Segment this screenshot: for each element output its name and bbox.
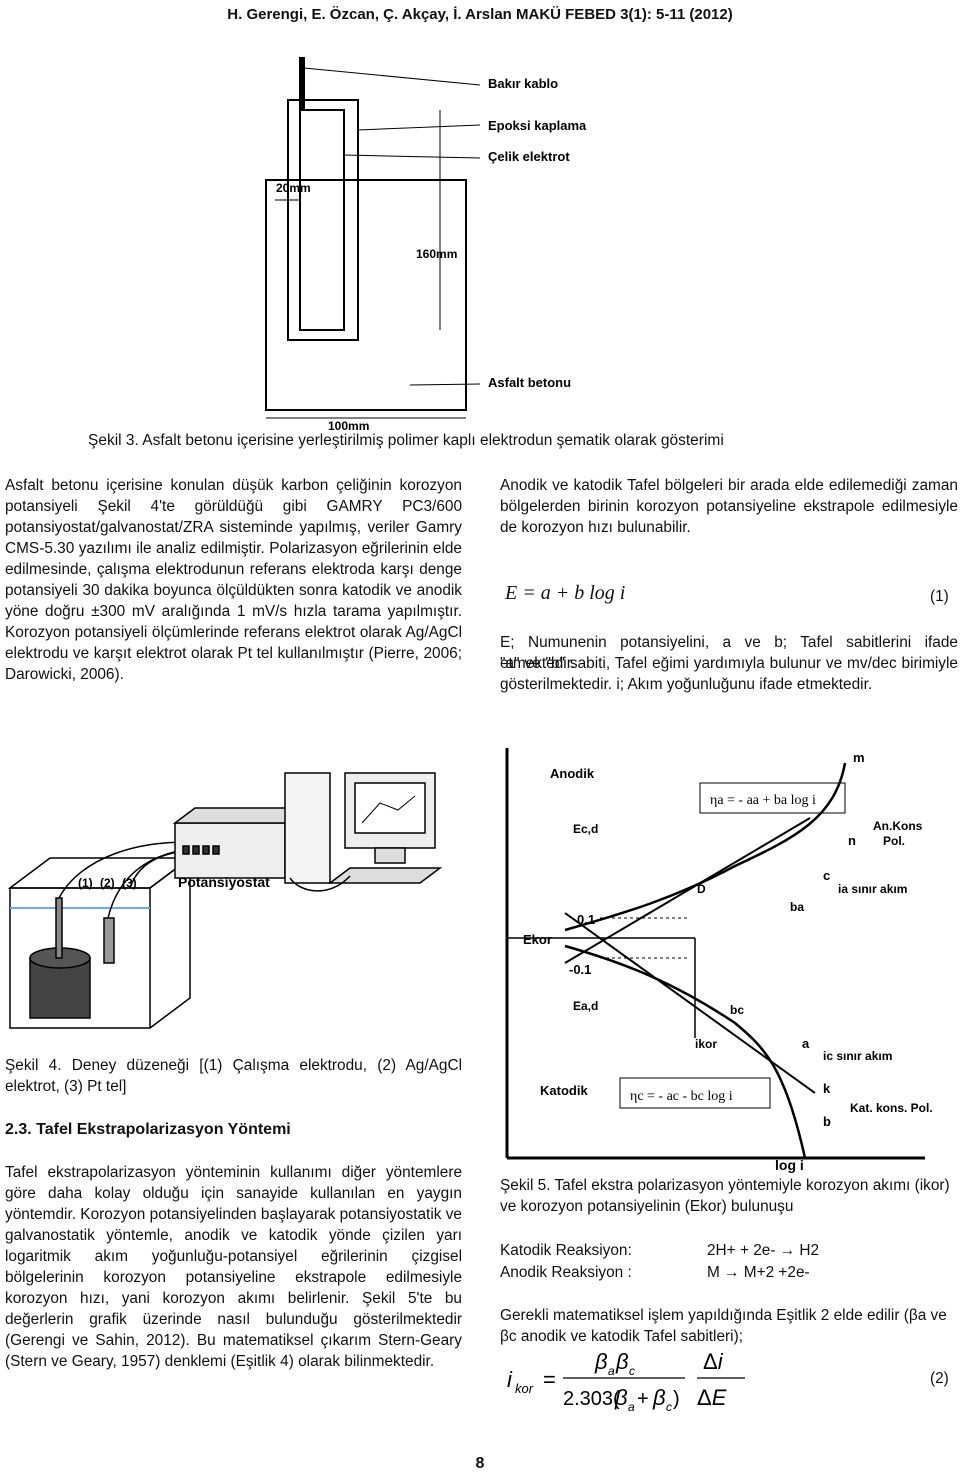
left-paragraph-1: Asfalt betonu içerisine konulan düşük ka… — [5, 477, 462, 683]
label-ankons: An.Kons — [873, 819, 923, 833]
label-bc: bc — [730, 1003, 744, 1017]
label-katodik: Katodik — [540, 1083, 588, 1098]
potentiostat-box — [174, 822, 286, 879]
figure-4-setup: (1) (2) (3) Potansiyostat — [7, 772, 443, 1029]
figure-3-caption: Şekil 3. Asfalt betonu içerisine yerleşt… — [88, 432, 724, 449]
label-ic: ic sınır akım — [823, 1049, 892, 1063]
label-k: k — [823, 1081, 831, 1096]
label-c: c — [823, 868, 830, 883]
svg-text:i: i — [507, 1367, 513, 1392]
label-logi: log i — [775, 1157, 804, 1173]
right-paragraph-3: Gerekli matematiksel işlem yapıldığında … — [500, 1307, 947, 1345]
figure-5-caption: Şekil 5. Tafel ekstra polarizasyon yönte… — [500, 1177, 950, 1215]
svg-text:+: + — [637, 1388, 649, 1410]
anodic-reaction-equation: M → M+2 +2e- — [707, 1264, 810, 1281]
svg-text:=: = — [543, 1367, 556, 1392]
svg-text:c: c — [629, 1364, 635, 1378]
left-paragraph-2: Tafel ekstrapolarizasyon yönteminin kull… — [5, 1164, 462, 1370]
label-ecd: Ec,d — [573, 822, 598, 836]
label-ba: ba — [790, 900, 804, 914]
svg-text:kor: kor — [515, 1381, 534, 1396]
svg-text:c: c — [666, 1400, 672, 1414]
label-copper-cable: Bakır kablo — [488, 76, 558, 91]
asphalt-block — [265, 179, 467, 411]
label-pol: Pol. — [883, 834, 905, 848]
label-100mm: 100mm — [328, 419, 369, 430]
label-n: n — [848, 833, 856, 848]
label-m: m — [853, 750, 865, 765]
label-0-1: 0.1 — [577, 912, 595, 927]
equation-1: E = a + b log i — [505, 582, 626, 604]
running-header: H. Gerengi, E. Özcan, Ç. Akçay, İ. Arsla… — [227, 6, 733, 23]
equation-2: i kor = β a β c 2.303( β a + β c ) Δi ΔE — [507, 1349, 745, 1414]
svg-text:Δi: Δi — [703, 1349, 724, 1374]
right-paragraph-1: Anodik ve katodik Tafel bölgeleri bir ar… — [500, 477, 958, 536]
epoxy-coating — [287, 99, 359, 341]
svg-text:ΔE: ΔE — [697, 1385, 727, 1410]
equation-2-number: (2) — [930, 1370, 949, 1387]
label-katkons: Kat. kons. Pol. — [850, 1101, 933, 1115]
label-anodik: Anodik — [550, 766, 595, 781]
computer-tower — [284, 772, 331, 884]
label-steel: Çelik elektrot — [488, 149, 570, 164]
label-ia: ia sınır akım — [838, 882, 907, 896]
svg-text:a: a — [628, 1400, 635, 1414]
right-paragraph-2a: E; Numunenin potansiyelini, a ve b; Tafe… — [500, 634, 958, 672]
label-2: (2) — [100, 876, 115, 890]
label-eta-c: ηc = - ac - bc log i — [630, 1089, 733, 1104]
section-title: 2.3. Tafel Ekstrapolarizasyon Yöntemi — [5, 1121, 291, 1138]
label-asphalt: Asfalt betonu — [488, 375, 571, 390]
label-20mm: 20mm — [276, 181, 311, 195]
label-epoxy: Epoksi kaplama — [488, 118, 587, 133]
label-eta-a: ηa = - aa + ba log i — [710, 793, 816, 808]
label-D: D — [697, 882, 706, 896]
label-potentiostat: Potansiyostat — [178, 874, 270, 890]
right-paragraph-2b: "a" ve "b" sabiti, Tafel eğimi yardımıyl… — [500, 655, 958, 693]
svg-text:β: β — [594, 1349, 608, 1374]
anodic-reaction-label: Anodik Reaksiyon : — [500, 1264, 632, 1281]
label-minus-0-1: -0.1 — [569, 962, 591, 977]
equation-1-number: (1) — [930, 588, 949, 605]
svg-text:β: β — [615, 1349, 629, 1374]
cathodic-reaction-equation: 2H+ + 2e- → H2 — [707, 1242, 820, 1259]
figure-4-caption: Şekil 4. Deney düzeneği [(1) Çalışma ele… — [5, 1057, 462, 1095]
cathodic-reaction-label: Katodik Reaksiyon: — [500, 1242, 632, 1259]
label-ikor: ikor — [695, 1037, 717, 1051]
label-eacd: Ea,d — [573, 999, 598, 1013]
figure-3-electrode-schematic: Bakır kablo Epoksi kaplama Çelik elektro… — [265, 57, 587, 430]
figure-5-tafel-plot: Anodik m ηa = - aa + ba log i Ec,d An.Ko… — [505, 748, 933, 1173]
label-a: a — [802, 1036, 810, 1051]
svg-text:β: β — [652, 1385, 666, 1410]
label-3: (3) — [122, 876, 137, 890]
label-ekor: Ekor — [523, 932, 552, 947]
svg-text:a: a — [608, 1364, 615, 1378]
label-160mm: 160mm — [416, 247, 457, 261]
steel-electrode — [299, 109, 345, 331]
svg-text:β: β — [614, 1385, 628, 1410]
label-b: b — [823, 1114, 831, 1129]
page-number: 8 — [475, 1455, 485, 1472]
svg-text:2.303(: 2.303( — [563, 1388, 620, 1410]
svg-text:): ) — [673, 1388, 680, 1410]
label-1: (1) — [78, 876, 93, 890]
